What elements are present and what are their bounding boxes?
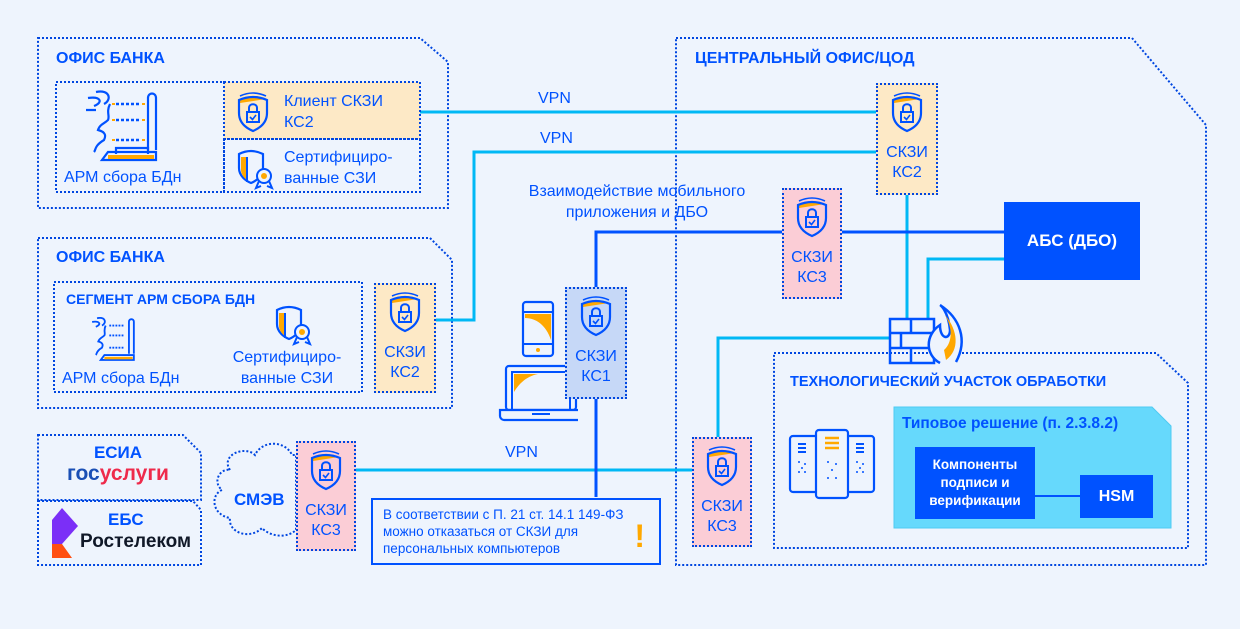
components-line2: подписи и — [940, 475, 1010, 490]
shield-lock-icon — [706, 446, 738, 487]
smev-label: СМЭВ — [234, 490, 285, 509]
shield-lock-icon — [796, 197, 828, 238]
skzi-label-line1: СКЗИ — [886, 144, 928, 161]
arm-workstation-icon — [91, 317, 135, 361]
client-skzi-label-line2: КС2 — [284, 114, 314, 131]
arm-workstation-icon — [86, 90, 158, 162]
central-skzi-ks3-top: СКЗИ КС3 — [782, 188, 842, 299]
central-skzi-ks3-bottom: СКЗИ КС3 — [692, 437, 752, 547]
shield-lock-icon — [237, 92, 269, 133]
servers-icon — [788, 428, 876, 500]
tech-section-title: ТЕХНОЛОГИЧЕСКИЙ УЧАСТОК ОБРАБОТКИ — [790, 374, 1107, 390]
skzi-label-line1: СКЗИ — [305, 502, 347, 519]
gosuslugi-part2: услуги — [99, 462, 169, 485]
office2-skzi-ks2: СКЗИ КС2 — [374, 283, 436, 393]
components-line3: верификации — [929, 493, 1021, 508]
skzi-label-line1: СКЗИ — [791, 249, 833, 266]
mobile-interaction-label-line1: Взаимодействие мобильного — [528, 183, 746, 200]
rostelecom-label: Ростелеком — [80, 531, 192, 552]
office1-certified-line1: Сертифициро- — [284, 149, 393, 166]
shield-lock-icon — [310, 450, 342, 491]
esia-boundary — [37, 434, 202, 501]
segment-boundary — [53, 281, 363, 393]
smev-cloud — [213, 442, 297, 537]
skzi-label-line2: КС3 — [311, 522, 341, 539]
mobile-interaction-label-line2: приложения и ДБО — [565, 204, 709, 221]
vpn-label-3: VPN — [505, 444, 538, 461]
segment-title: СЕГМЕНТ АРМ СБОРА БДН — [66, 291, 256, 307]
vpn-label-1: VPN — [538, 90, 571, 107]
office2-boundary — [37, 237, 453, 409]
office2-certified-line2: ванные СЗИ — [240, 370, 334, 387]
central-boundary — [675, 37, 1207, 566]
tech-boundary — [773, 352, 1189, 549]
external-skzi-ks3: СКЗИ КС3 — [296, 441, 356, 551]
vpn-label-2: VPN — [540, 130, 573, 147]
ebs-boundary — [37, 500, 202, 566]
note-line1: В соответствии с П. 21 ст. 14.1 149-ФЗ — [383, 507, 624, 522]
arm-box — [55, 81, 225, 193]
office2-certified-line1: Сертифициро- — [232, 349, 342, 366]
note-line2: можно отказаться от СКЗИ для — [383, 524, 579, 539]
gosuslugi-part1: гос — [67, 462, 100, 485]
office1-certified-line2: ванные СЗИ — [284, 170, 377, 187]
signature-components-box: Компоненты подписи и верификации — [915, 447, 1035, 519]
ebs-title: ЕБС — [108, 510, 144, 529]
skzi-label-line2: КС2 — [892, 164, 922, 181]
office1-arm-label: АРМ сбора БДн — [64, 169, 182, 186]
legal-note: В соответствии с П. 21 ст. 14.1 149-ФЗ м… — [371, 498, 661, 565]
skzi-label-line2: КС3 — [797, 269, 827, 286]
skzi-label-line2: КС1 — [581, 368, 611, 385]
skzi-label-line1: СКЗИ — [575, 348, 617, 365]
abs-dbo-box: АБС (ДБО) — [1004, 202, 1140, 280]
client-skzi-ks1: СКЗИ КС1 — [565, 287, 627, 399]
office2-arm-label: АРМ сбора БДн — [62, 370, 180, 387]
shield-lock-icon — [580, 296, 612, 337]
firewall-icon — [888, 303, 963, 365]
shield-lock-icon — [389, 292, 421, 333]
certificate-shield-icon — [275, 305, 312, 346]
hsm-box: HSM — [1080, 475, 1153, 518]
certified-box — [223, 138, 421, 193]
central-title: ЦЕНТРАЛЬНЫЙ ОФИС/ЦОД — [695, 50, 915, 67]
skzi-label-line2: КС3 — [707, 518, 737, 535]
central-skzi-ks2: СКЗИ КС2 — [876, 83, 938, 195]
smartphone-icon — [521, 300, 555, 358]
gosuslugi-logo: госуслуги — [38, 462, 198, 486]
office2-title: ОФИС БАНКА — [56, 249, 165, 266]
shield-lock-icon — [891, 92, 923, 133]
components-line1: Компоненты — [932, 457, 1018, 472]
esia-title: ЕСИА — [93, 443, 143, 462]
typical-solution-title: Типовое решение (п. 2.3.8.2) — [902, 415, 1119, 432]
rostelecom-logo-icon — [52, 508, 78, 558]
client-skzi-label-line1: Клиент СКЗИ — [284, 93, 383, 110]
office1-title: ОФИС БАНКА — [56, 50, 165, 67]
skzi-label-line1: СКЗИ — [384, 344, 426, 361]
certificate-shield-icon — [237, 149, 274, 190]
warning-exclamation-icon: ! — [634, 518, 645, 554]
skzi-label-line2: КС2 — [390, 364, 420, 381]
note-line3: персональных компьютеров — [383, 541, 561, 556]
skzi-label-line1: СКЗИ — [701, 498, 743, 515]
